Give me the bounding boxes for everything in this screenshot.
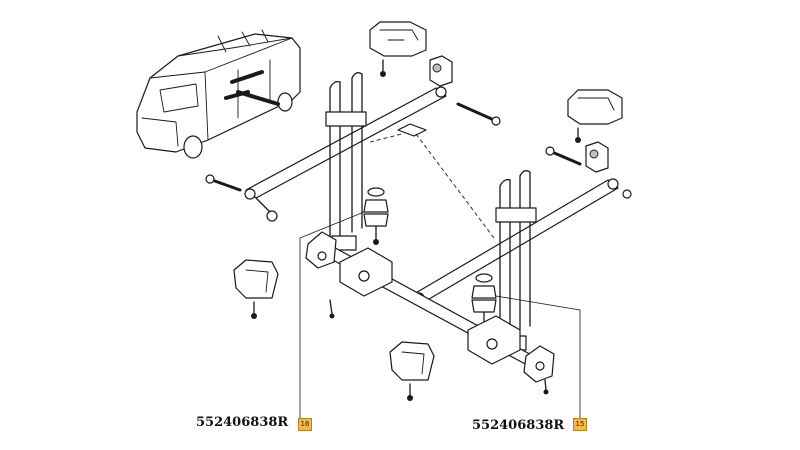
shackle-right	[585, 141, 609, 173]
leaf-spring-left	[244, 86, 447, 222]
leader-line-16	[299, 211, 365, 418]
bump-stop-left	[363, 187, 389, 245]
rear-bracket-left	[233, 259, 279, 319]
leaf-spring-right	[413, 178, 632, 304]
leader-line-15	[495, 295, 581, 418]
rear-axle-beam	[305, 231, 555, 395]
front-eye-bolt-left	[205, 174, 242, 192]
shackle-bolt-right	[545, 146, 582, 166]
front-shackle-bracket-left	[369, 21, 427, 77]
front-shackle-bracket-right	[567, 89, 623, 143]
shackle-bolt-left	[456, 102, 501, 126]
reference-tag[interactable]: 15	[573, 418, 587, 431]
part-number-label[interactable]: 552406838R	[472, 418, 565, 433]
reference-tag[interactable]: 16	[298, 418, 312, 431]
shackle-left	[429, 55, 453, 87]
spring-pad-plate	[369, 123, 495, 239]
rear-bracket-right	[389, 341, 435, 401]
u-bolt-left	[325, 72, 367, 251]
van-illustration	[136, 29, 301, 159]
part-number-label[interactable]: 552406838R	[196, 415, 289, 430]
